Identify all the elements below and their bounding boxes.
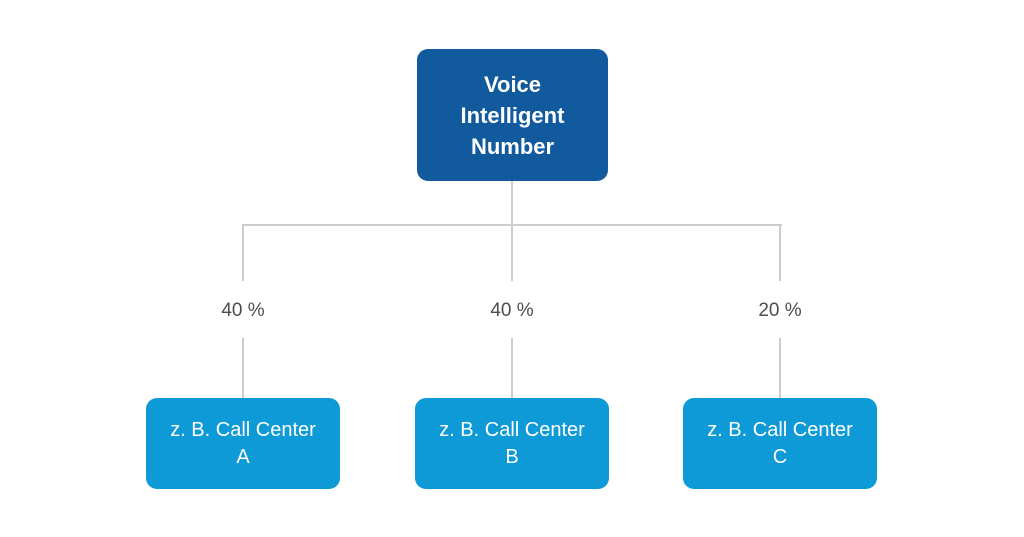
connector-root-stem	[511, 181, 513, 226]
percent-label-branch-a: 40 %	[221, 300, 265, 321]
root-label-line-3: Number	[470, 133, 555, 159]
call-center-a-label-line-2: A	[236, 445, 250, 468]
root-label-line-1: Voice	[483, 71, 542, 97]
node-call-center-c: z. B. Call Center C	[683, 398, 877, 489]
connector-branch-b-lower	[511, 338, 513, 398]
connector-branch-b-upper	[511, 225, 513, 281]
call-center-c-label-line-2: C	[772, 445, 788, 468]
node-call-center-b: z. B. Call Center B	[415, 398, 609, 489]
node-call-center-a: z. B. Call Center A	[146, 398, 340, 489]
call-center-c-label-line-1: z. B. Call Center	[707, 418, 853, 441]
root-label-line-2: Intelligent	[460, 102, 565, 128]
percent-label-branch-c: 20 %	[758, 300, 802, 321]
call-center-b-label-line-1: z. B. Call Center	[439, 418, 585, 441]
connector-branch-c-lower	[779, 338, 781, 398]
connector-branch-a-lower	[242, 338, 244, 398]
call-center-a-label-line-1: z. B. Call Center	[170, 418, 316, 441]
call-center-b-label-line-2: B	[505, 445, 519, 468]
percent-label-branch-b: 40 %	[490, 300, 534, 321]
node-voice-intelligent-number: Voice Intelligent Number	[417, 49, 608, 181]
connector-branch-a-upper	[242, 225, 244, 281]
connector-branch-c-upper	[779, 225, 781, 281]
